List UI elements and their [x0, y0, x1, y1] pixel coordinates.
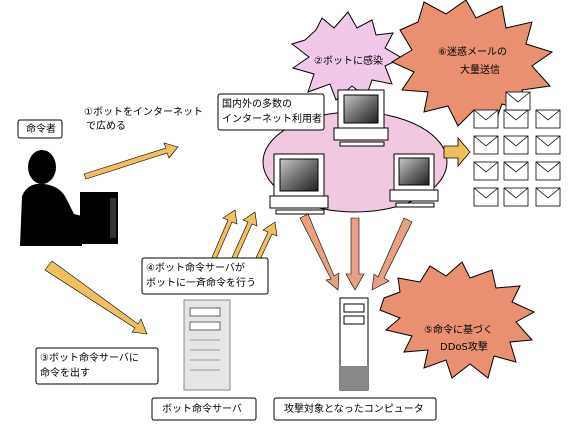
mail-envelope-flap [505, 91, 531, 103]
mail-envelope-flap [503, 109, 529, 121]
infection-burst [290, 11, 404, 101]
mail-envelope-flap [473, 109, 499, 121]
internet-users-line1: 国内外の多数の [222, 99, 292, 110]
arrow-attack-3 [371, 217, 413, 291]
step2-label: ②ボットに感染 [314, 56, 383, 67]
mail-envelope-flap [535, 187, 561, 199]
infected-pc-left [269, 153, 329, 215]
step3-label-line2: 命令を出す [40, 368, 90, 379]
step3-label-line1: ③ボット命令サーバに [40, 353, 139, 364]
step6-label-line2: 大量送信 [460, 65, 500, 76]
target-computer-box [273, 397, 437, 421]
bot-server-tower [183, 299, 231, 391]
arrow-send-spam [443, 136, 471, 168]
infected-pc-top [333, 89, 389, 147]
arrow-attack-2 [345, 217, 365, 291]
mail-envelope-flap [503, 161, 529, 173]
step4-label-line1: ④ボット命令サーバが [146, 263, 245, 274]
internet-users-box [217, 93, 325, 131]
arrow-command-server [44, 260, 148, 335]
step4-box [141, 257, 269, 295]
mail-envelope-flap [473, 161, 499, 173]
step6-label-line1: ⑥迷惑メールの [438, 47, 507, 58]
mail-envelope-flap [473, 187, 499, 199]
commander-box [17, 119, 63, 139]
bot-server-box [151, 397, 257, 421]
target-computer-label: 攻撃対象となったコンピュータ [284, 404, 424, 415]
internet-users-line2: インターネット利用者 [222, 114, 322, 125]
target-computer-tower [339, 297, 369, 391]
arrow-spread-bot [83, 142, 179, 180]
mail-envelope-flap [535, 109, 561, 121]
step5-label-line1: ⑤命令に基づく [424, 325, 493, 336]
mail-envelope-flap [473, 135, 499, 147]
step5-label-line2: DDoS攻撃 [440, 342, 488, 353]
bot-server-label: ボット命令サーバ [162, 404, 242, 415]
infected-pc-right [389, 153, 439, 208]
commander-label: 命令者 [26, 124, 56, 135]
step3-box [35, 347, 159, 385]
ddos-burst [379, 261, 536, 379]
mail-envelope-flap [503, 187, 529, 199]
step1-label-line2: で広める [86, 121, 126, 132]
arrow-attack-1 [299, 213, 340, 291]
mail-envelope-flap [503, 135, 529, 147]
mail-envelope-flap [535, 135, 561, 147]
step1-label-line1: ①ボットをインターネット [84, 107, 203, 118]
step4-label-line2: ボットに一斉命令を行う [146, 278, 256, 289]
mail-envelope-flap [535, 161, 561, 173]
arrow-command-bot-2 [229, 211, 258, 265]
commander-silhouette [20, 150, 118, 246]
spam-mail-grid [473, 91, 561, 207]
arrow-command-bot-1 [209, 209, 238, 265]
